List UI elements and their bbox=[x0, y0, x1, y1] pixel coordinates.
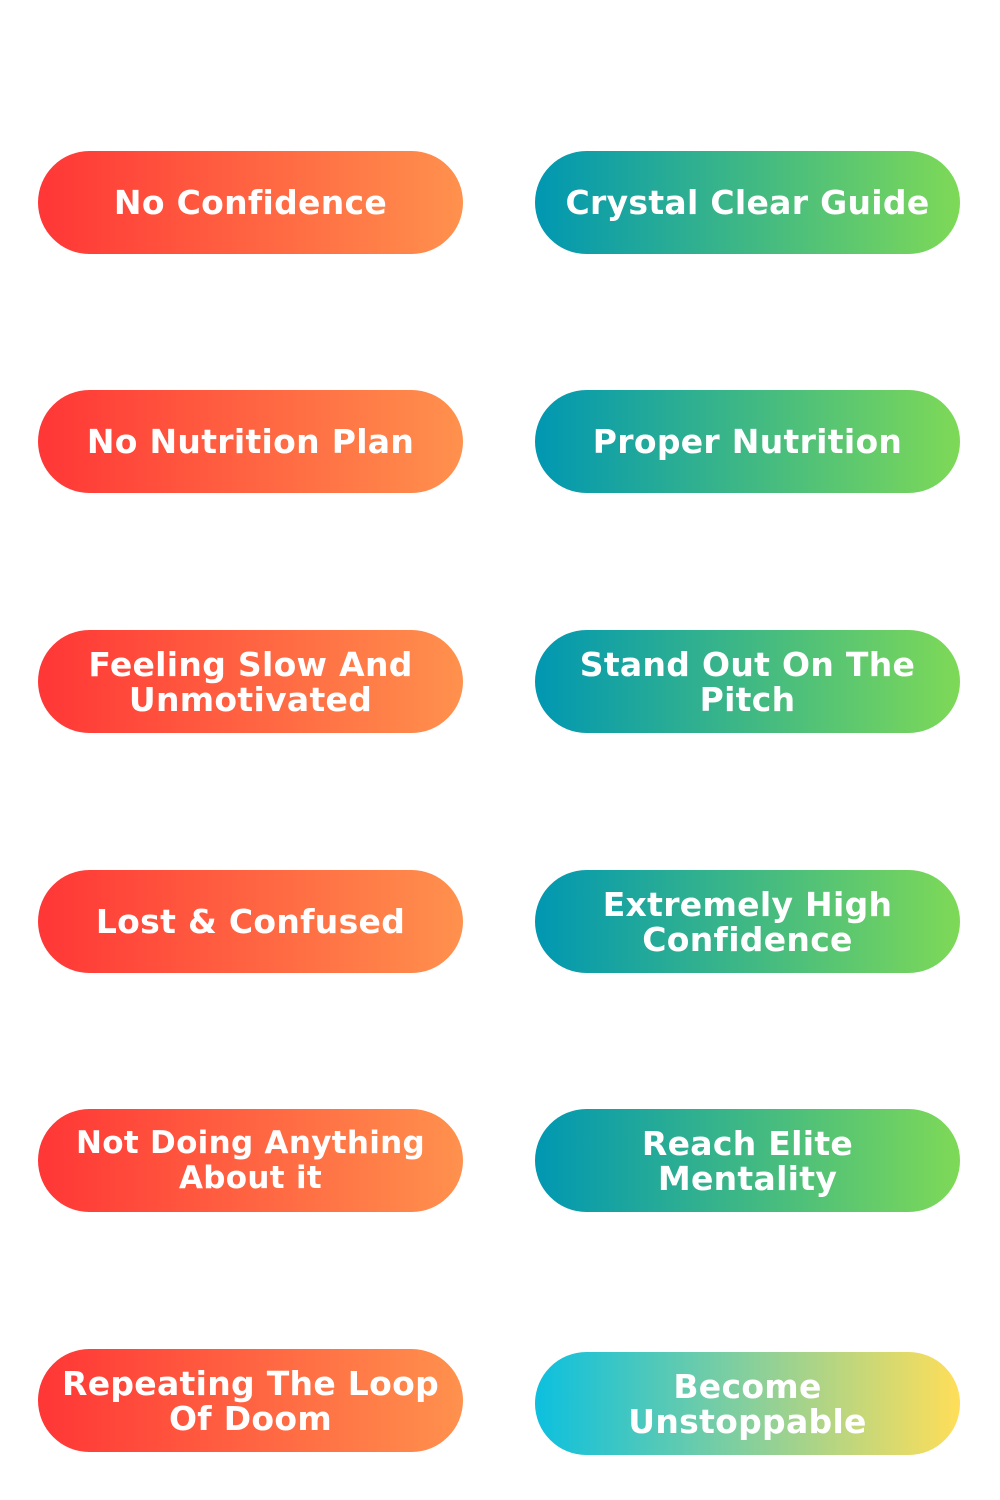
solution-label: Proper Nutrition bbox=[592, 422, 903, 461]
solution-pill-1: Crystal Clear Guide bbox=[535, 151, 960, 254]
solution-pill-6: Become Unstoppable bbox=[535, 1352, 960, 1455]
problem-pill-2: No Nutrition Plan bbox=[38, 390, 463, 493]
problem-pill-6: Repeating The Loop Of Doom bbox=[38, 1349, 463, 1452]
problem-pill-5: Not Doing Anything About it bbox=[38, 1109, 463, 1212]
problem-pill-1: No Confidence bbox=[38, 151, 463, 254]
solution-label: Crystal Clear Guide bbox=[565, 183, 930, 222]
solution-label: Extremely High Confidence bbox=[602, 884, 893, 959]
solution-pill-2: Proper Nutrition bbox=[535, 390, 960, 493]
solution-label: Become Unstoppable bbox=[628, 1366, 867, 1441]
solution-label: Stand Out On The Pitch bbox=[579, 644, 916, 719]
solution-pill-5: Reach Elite Mentality bbox=[535, 1109, 960, 1212]
problem-pill-3: Feeling Slow And Unmotivated bbox=[38, 630, 463, 733]
solution-label: Reach Elite Mentality bbox=[641, 1123, 854, 1198]
problem-label: No Nutrition Plan bbox=[86, 422, 415, 461]
solution-pill-3: Stand Out On The Pitch bbox=[535, 630, 960, 733]
problem-label: Feeling Slow And Unmotivated bbox=[88, 644, 413, 719]
problem-label: Lost & Confused bbox=[95, 902, 406, 941]
solution-pill-4: Extremely High Confidence bbox=[535, 870, 960, 973]
problem-label: No Confidence bbox=[113, 183, 388, 222]
problem-pill-4: Lost & Confused bbox=[38, 870, 463, 973]
problem-label: Not Doing Anything About it bbox=[75, 1124, 425, 1196]
problem-label: Repeating The Loop Of Doom bbox=[61, 1363, 440, 1438]
